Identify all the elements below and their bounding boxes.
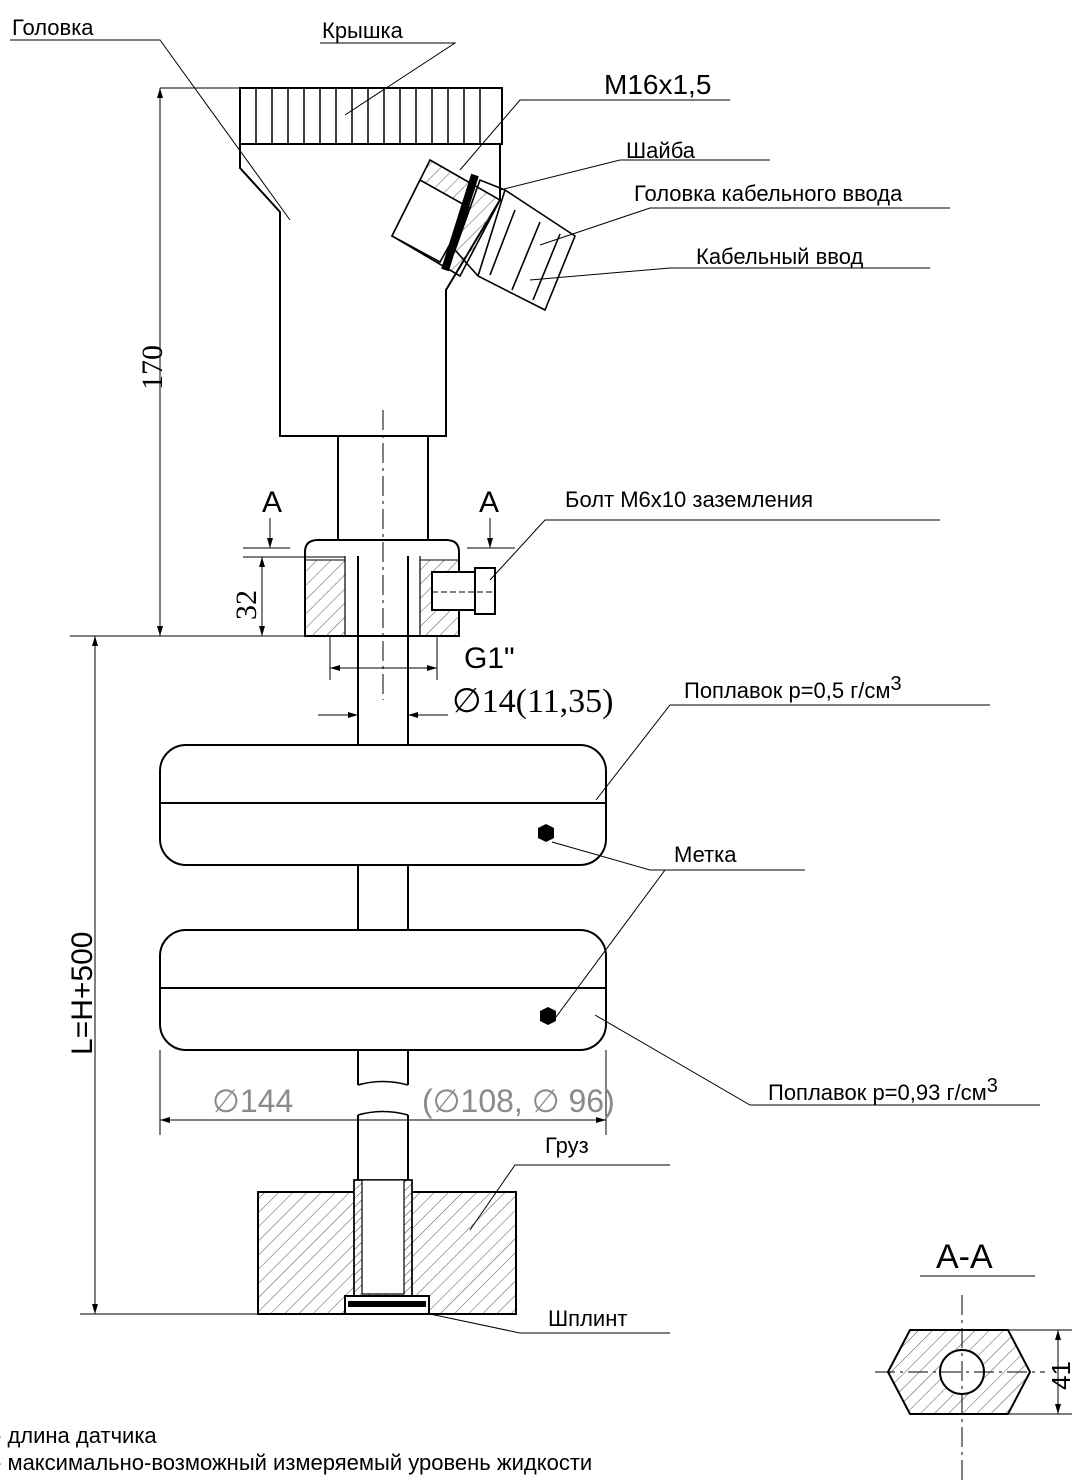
dim-height-fitting: 32 (230, 590, 263, 620)
cable-entry-shape (390, 158, 576, 312)
label-cable-entry: Кабельный ввод (696, 244, 863, 269)
label-cover: Крышка (322, 18, 404, 43)
section-marker-left: A (262, 486, 282, 519)
label-mark: Метка (674, 842, 737, 867)
cover-shape (239, 87, 503, 145)
dim-thread-fitting: G1" (464, 642, 515, 675)
float-bottom-shape (159, 929, 607, 1051)
label-weight: Груз (545, 1133, 589, 1158)
dim-rod-diameter: ∅14(11,35) (452, 683, 614, 720)
label-float-top: Поплавок р=0,5 г/см3 (684, 673, 902, 703)
note-max-level: - максимально-возможный измеряемый урове… (0, 1450, 592, 1475)
dim-height-head: 170 (136, 345, 169, 390)
weight-shape (257, 1179, 517, 1315)
label-washer: Шайба (626, 138, 696, 163)
dim-section-size: 41 (1046, 1361, 1076, 1390)
dim-float-diameter-alt: (∅108, ∅ 96) (422, 1083, 615, 1119)
label-float-bottom: Поплавок р=0,93 г/см3 (768, 1075, 998, 1105)
label-thread: M16x1,5 (604, 69, 711, 100)
section-title: A-A (936, 1238, 993, 1276)
fitting-shape (304, 539, 496, 637)
float-top-shape (159, 744, 607, 866)
label-cotter-pin: Шплинт (548, 1306, 627, 1331)
mark-dot-bottom (540, 1007, 556, 1025)
label-cable-entry-head: Головка кабельного ввода (634, 181, 903, 206)
section-aa-shape (875, 1295, 1045, 1480)
mark-dot-top (538, 824, 554, 842)
note-sensor-length: - длина датчика (0, 1423, 157, 1448)
label-head: Головка (12, 15, 94, 40)
label-bolt: Болт М6х10 заземления (565, 487, 813, 512)
dim-sensor-length: L=H+500 (66, 932, 99, 1055)
section-marker-right: A (479, 486, 499, 519)
dim-float-diameter: ∅144 (212, 1083, 293, 1119)
